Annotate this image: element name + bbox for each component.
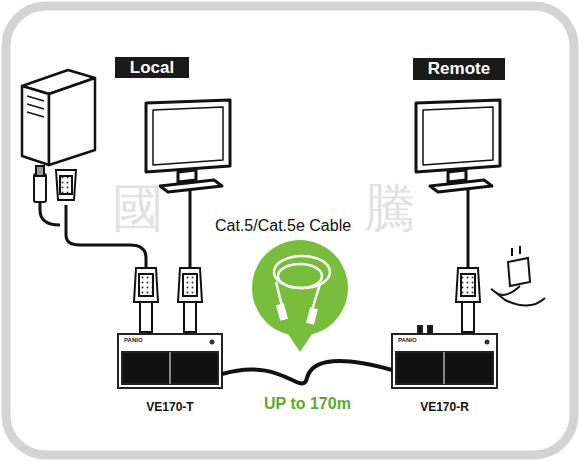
watermark: 國: [112, 180, 164, 237]
model-name: VE170-T: [118, 400, 222, 414]
brand-logo: PANIO: [124, 337, 143, 344]
model-name: VE170-R: [392, 400, 497, 414]
site-tag: Remote: [413, 58, 505, 80]
site-tag: Local: [115, 57, 189, 78]
watermark: 騰: [364, 180, 416, 237]
cable-type: Cat.5/Cat.5e Cable: [213, 217, 353, 235]
brand-logo: PANIO: [398, 337, 417, 344]
site-label: Local: [115, 57, 189, 78]
cat5-cable: [222, 361, 392, 384]
site-label: Remote: [413, 58, 505, 80]
distance-label: UP to 170m: [262, 395, 353, 413]
